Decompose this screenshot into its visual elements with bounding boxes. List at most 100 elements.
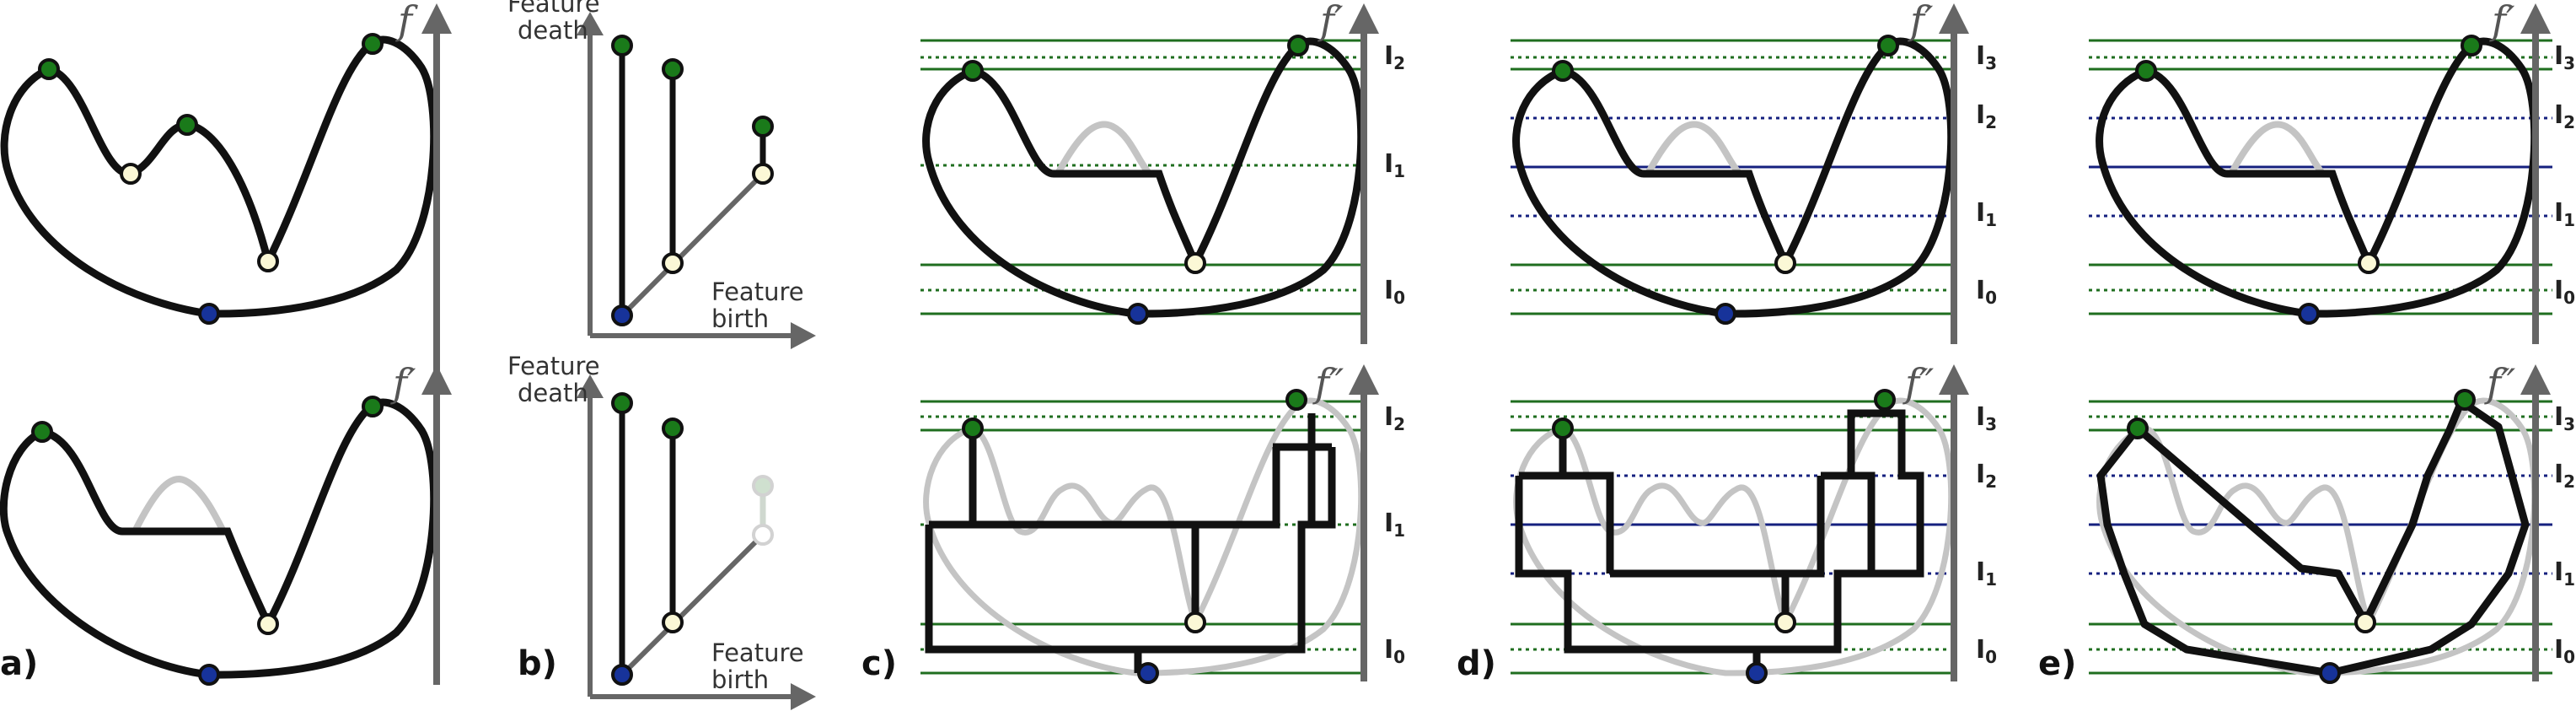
ghost-curve <box>1513 397 1955 676</box>
f-prime-axis-arrow-icon <box>1349 3 1379 34</box>
birth-axis-arrow-icon <box>791 683 816 710</box>
simplified-polyline <box>2096 397 2530 677</box>
function-curve-f-prime <box>2096 37 2539 318</box>
interval-label: I0 <box>2554 276 2575 308</box>
interval-label: I1 <box>1976 198 1997 230</box>
max-node <box>611 392 633 414</box>
function-curve-f <box>0 35 438 318</box>
f-prime-label: f′ <box>390 360 416 406</box>
f-prime-label: f′ <box>1318 0 1344 43</box>
removed-max-node <box>752 475 774 497</box>
death-label-line2: death <box>518 16 588 45</box>
max-node <box>362 396 384 417</box>
max-node <box>176 114 198 136</box>
f-double-prime-axis-arrow-icon <box>1939 364 1969 395</box>
interval-label: I1 <box>1384 509 1405 541</box>
max-node <box>1285 389 1307 411</box>
ghost-curve <box>923 397 1365 676</box>
f-double-prime-axis-arrow-icon <box>2520 364 2551 395</box>
panel-e: f′ I3 I2 I1 I0 f″ I3 I2 I1 I0 e) <box>2038 0 2575 684</box>
max-node <box>752 116 774 137</box>
max-node <box>1874 389 1896 411</box>
saddle-node <box>662 611 684 633</box>
interval-label: I3 <box>1976 402 1997 434</box>
max-node <box>1552 60 1574 82</box>
interval-label: I2 <box>2554 460 2575 492</box>
interval-label: I0 <box>1976 276 1997 308</box>
f-double-prime-label: f″ <box>1312 360 1344 406</box>
diagonal <box>620 171 765 318</box>
max-node <box>662 58 684 80</box>
max-node <box>1287 35 1309 57</box>
saddle-node <box>1774 611 1796 633</box>
ghost-curve <box>131 476 227 533</box>
max-node <box>1877 35 1899 57</box>
merge-tree <box>1515 409 1924 673</box>
panel-b-top: Feature death Feature birth <box>507 0 816 349</box>
interval-label: I1 <box>1976 557 1997 590</box>
interval-label: I2 <box>1976 460 1997 492</box>
panel-a-top: f <box>0 0 452 685</box>
f-label: f <box>395 0 418 43</box>
panel-label-c: c) <box>861 644 897 683</box>
function-curve-f-prime <box>922 37 1366 318</box>
interval-label: I2 <box>2554 100 2575 132</box>
max-node <box>38 58 60 80</box>
birth-label-line1: Feature <box>711 277 804 306</box>
interval-label: I3 <box>2554 402 2575 434</box>
min-node <box>1127 303 1149 325</box>
saddle-node <box>2358 252 2380 274</box>
death-axis-arrow-icon <box>577 12 604 35</box>
f-prime-label: f′ <box>2489 0 2515 43</box>
interval-label: I1 <box>2554 557 2575 590</box>
interval-label: I1 <box>1384 149 1405 181</box>
interval-label: I3 <box>1976 41 1997 73</box>
interval-label: I2 <box>1976 100 1997 132</box>
birth-axis-arrow-icon <box>791 322 816 349</box>
function-curve-f-prime <box>0 398 438 679</box>
max-node <box>962 417 984 439</box>
interval-label: I0 <box>1384 635 1405 667</box>
max-node <box>2454 389 2476 411</box>
interval-label: I2 <box>1384 41 1405 73</box>
max-node <box>1552 417 1574 439</box>
max-node <box>962 60 984 82</box>
saddle-node <box>257 250 279 272</box>
saddle-node <box>1184 611 1206 633</box>
f-axis-arrow-icon <box>421 3 452 34</box>
max-node <box>2135 60 2157 82</box>
min-node <box>2298 303 2320 325</box>
saddle-node <box>120 163 142 185</box>
interval-label: I0 <box>1976 635 1997 667</box>
ghost-curve <box>2229 121 2325 175</box>
interval-label: I3 <box>2554 41 2575 73</box>
max-node <box>2127 417 2149 439</box>
panel-label-a: a) <box>0 644 38 683</box>
f-double-prime-label: f″ <box>2484 360 2515 406</box>
interval-label: I1 <box>2554 198 2575 230</box>
min-node <box>1715 303 1736 325</box>
birth-label-line2: birth <box>711 304 769 333</box>
death-label-line1: Feature <box>507 352 600 380</box>
saddle-node <box>2354 611 2376 633</box>
min-node <box>611 664 633 686</box>
min-node <box>198 664 220 686</box>
saddle-node <box>1184 252 1206 274</box>
ghost-curve <box>1645 121 1741 175</box>
birth-label-line2: birth <box>711 665 769 694</box>
f-prime-axis-arrow-icon <box>421 364 452 395</box>
panel-label-e: e) <box>2038 644 2076 683</box>
function-curve-f-prime <box>1512 37 1956 318</box>
max-node <box>31 421 53 443</box>
saddle-node <box>752 163 774 185</box>
interval-label: I0 <box>2554 635 2575 667</box>
saddle-node <box>662 252 684 274</box>
removed-saddle-node <box>752 524 774 546</box>
panel-d: f′ I3 I2 I1 I0 f″ I3 I2 I1 I0 d) <box>1457 0 1997 684</box>
f-prime-axis-arrow-icon <box>2520 3 2551 34</box>
min-node <box>611 304 633 326</box>
ghost-curve <box>1055 121 1151 175</box>
saddle-node <box>1774 252 1796 274</box>
panel-c: f′ I2 I1 I0 f″ I2 I1 I0 c) <box>861 0 1405 684</box>
